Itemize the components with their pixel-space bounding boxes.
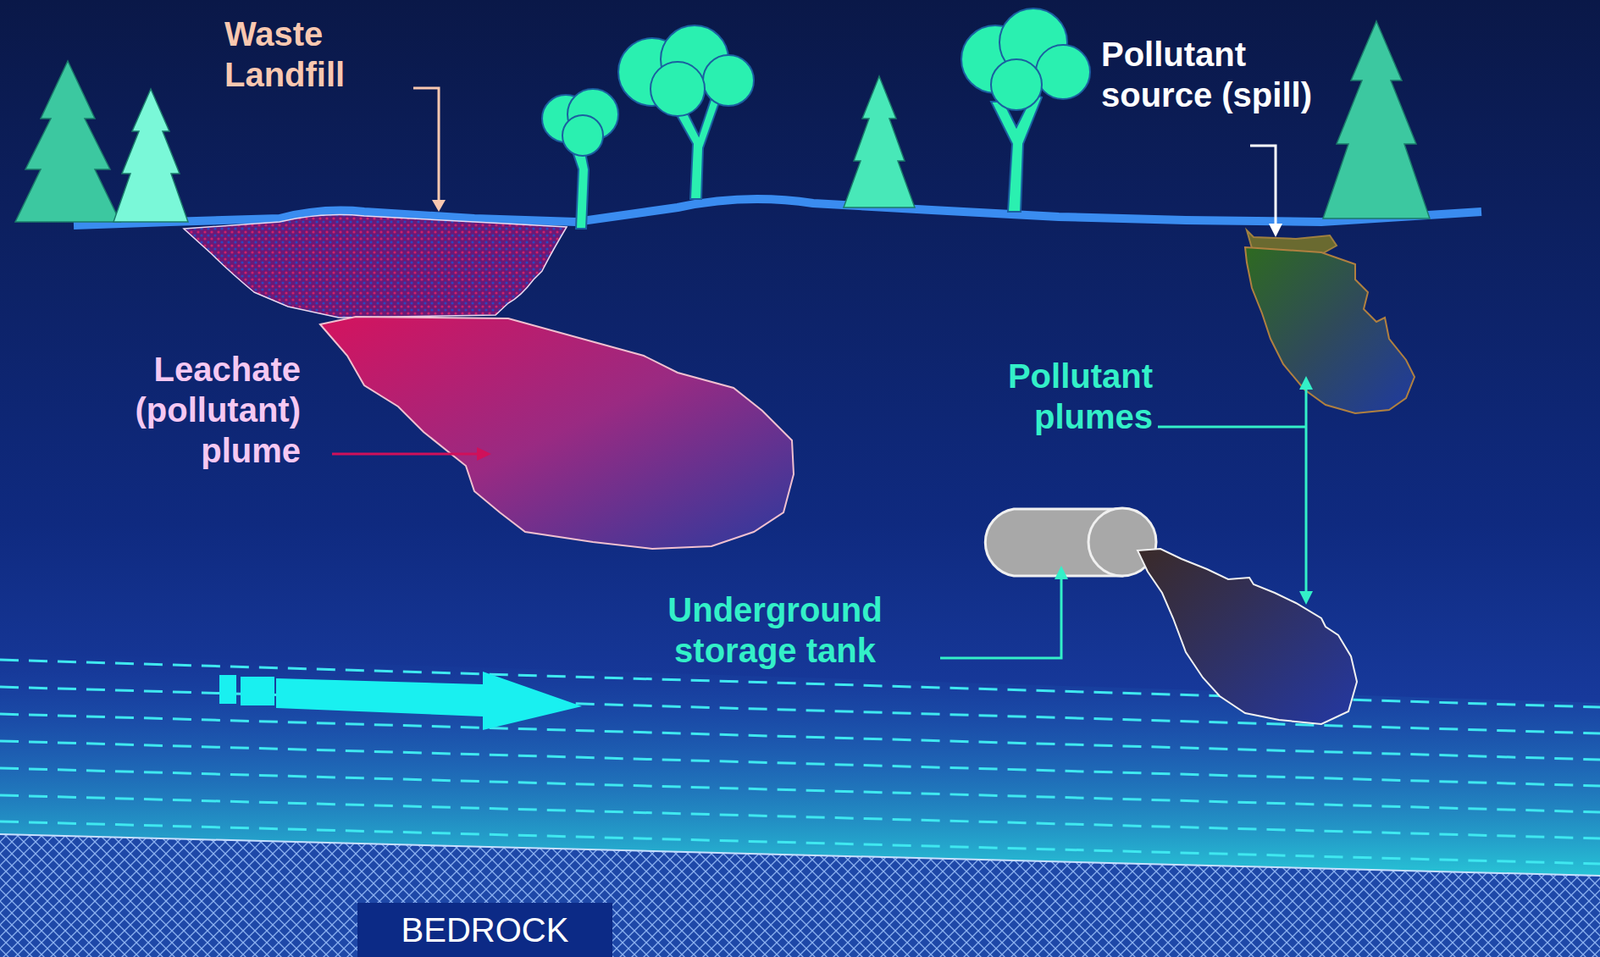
- leachate-label: Leachate (pollutant) plume: [50, 348, 301, 471]
- bedrock-surface: [0, 834, 1600, 876]
- landfill: [183, 215, 567, 318]
- node-text: BEDROCK: [401, 911, 570, 950]
- water-table-lines: [0, 659, 1600, 864]
- leachate-plume: [320, 316, 794, 549]
- landfill-label: Waste Landfill: [224, 13, 407, 95]
- spill-plume: [1245, 247, 1415, 414]
- bedrock-label-box: BEDROCK: [357, 902, 613, 957]
- storage-tank: [985, 508, 1157, 576]
- spill-label: Pollutant source (spill): [1101, 33, 1313, 116]
- bedrock: [0, 834, 1600, 957]
- round-trees: [542, 8, 1091, 229]
- leader-lines: [332, 88, 1313, 659]
- plumes-label: Pollutant plumes: [936, 355, 1153, 438]
- tank-plume: [1137, 548, 1357, 725]
- tank-label: Underground storage tank: [626, 589, 924, 671]
- flow-arrow: [219, 671, 582, 731]
